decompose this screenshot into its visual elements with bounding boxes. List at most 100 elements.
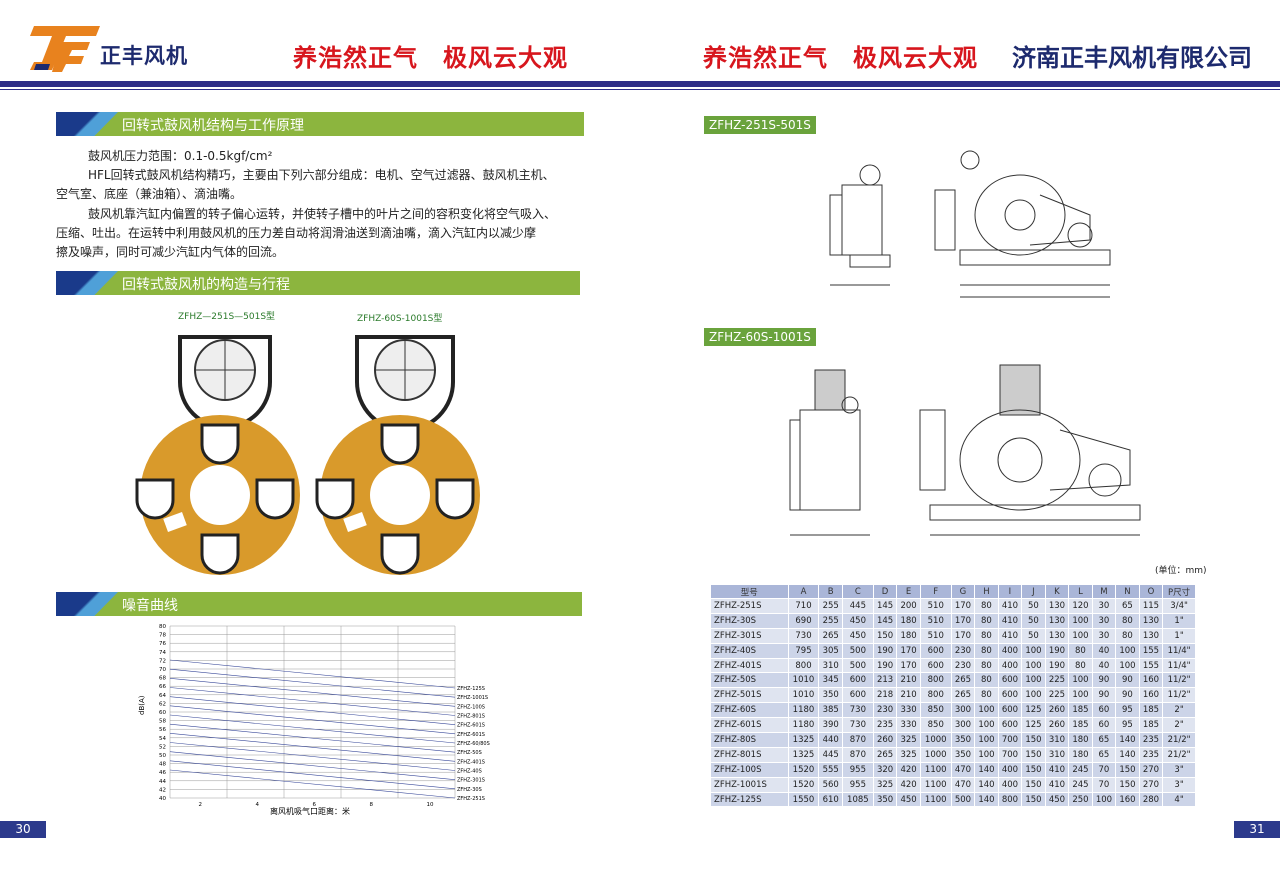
noise-series-label: ZFHZ-40S — [457, 769, 482, 775]
table-cell: 80 — [974, 687, 999, 704]
table-cell: 100 — [1021, 642, 1046, 659]
noise-series-line — [169, 769, 456, 799]
table-cell: ZFHZ-40S — [710, 642, 789, 659]
noise-series-label: ZFHZ-100S — [457, 704, 485, 710]
table-cell: 450 — [896, 791, 921, 808]
table-cell: 80 — [1068, 657, 1093, 674]
table-cell: 2" — [1162, 702, 1196, 719]
noise-ytick: 50 — [159, 753, 166, 759]
table-cell: 330 — [896, 702, 921, 719]
table-cell: 1100 — [919, 761, 952, 778]
table-cell: 230 — [950, 642, 976, 659]
table-cell: 150 — [872, 627, 898, 644]
noise-series-line — [169, 687, 456, 716]
table-cell: 320 — [872, 761, 898, 778]
table-cell: 100 — [974, 717, 999, 734]
table-cell: 80 — [1115, 627, 1140, 644]
table-cell: 180 — [896, 612, 921, 629]
table-cell: 730 — [841, 717, 874, 734]
noise-ytick: 66 — [159, 684, 166, 690]
table-cell: 218 — [872, 687, 898, 704]
table-cell: 100 — [1068, 687, 1093, 704]
table-cell: 850 — [919, 717, 952, 734]
table-cell: 450 — [841, 612, 874, 629]
table-cell: 1" — [1162, 612, 1196, 629]
table-cell: 245 — [1068, 776, 1093, 793]
table-cell: 100 — [974, 732, 999, 748]
table-cell: 700 — [997, 732, 1023, 748]
table-cell: 230 — [950, 657, 976, 674]
page-number-left: 30 — [0, 821, 46, 838]
noise-ytick: 78 — [159, 633, 166, 639]
table-cell: 100 — [974, 702, 999, 719]
table-cell: 185 — [1138, 717, 1164, 734]
section-stroke-title: 回转式鼓风机的构造与行程 — [122, 277, 290, 293]
table-cell: 730 — [841, 702, 874, 719]
table-cell: 510 — [919, 612, 952, 629]
noise-series-line — [169, 714, 456, 744]
table-cell: 140 — [974, 761, 999, 778]
table-cell: 955 — [841, 761, 874, 778]
table-cell: 1520 — [787, 761, 820, 778]
table-cell: 310 — [1044, 746, 1070, 763]
table-cell: 145 — [872, 612, 898, 629]
noise-ytick: 80 — [159, 624, 166, 630]
section-structure-title: 回转式鼓风机结构与工作原理 — [122, 118, 304, 134]
table-cell: 210 — [896, 672, 921, 689]
table-cell: 155 — [1138, 642, 1164, 659]
spec-header-cell: I — [997, 584, 1023, 599]
noise-series-line — [169, 751, 456, 780]
table-cell: 450 — [1044, 791, 1070, 808]
noise-ytick: 68 — [159, 676, 166, 682]
table-cell: 1" — [1162, 627, 1196, 644]
table-cell: 410 — [1044, 761, 1070, 778]
table-cell: 170 — [896, 642, 921, 659]
noise-ytick: 62 — [159, 701, 166, 707]
table-cell: 30 — [1091, 598, 1117, 614]
table-cell: 60 — [1091, 702, 1117, 719]
table-cell: 470 — [950, 776, 976, 793]
table-cell: 150 — [1021, 776, 1046, 793]
table-cell: 130 — [1044, 627, 1070, 644]
table-cell: 270 — [1138, 776, 1164, 793]
table-cell: 80 — [974, 598, 999, 614]
table-cell: 445 — [818, 746, 843, 763]
table-cell: 170 — [950, 612, 976, 629]
table-cell: 180 — [896, 627, 921, 644]
table-cell: 50 — [1021, 627, 1046, 644]
para-components-1: HFL回转式鼓风机结构精巧，主要由下列六部分组成：电机、空气过滤器、鼓风机主机、 — [88, 168, 555, 182]
table-cell: 1100 — [919, 776, 952, 793]
table-cell: 325 — [896, 746, 921, 763]
noise-series-label: ZFHZ-601S — [457, 723, 485, 729]
table-cell: 170 — [950, 627, 976, 644]
table-cell: 115 — [1138, 598, 1164, 614]
table-cell: 100 — [1021, 687, 1046, 704]
table-cell: 600 — [997, 717, 1023, 734]
spec-header-cell: P尺寸 — [1162, 584, 1196, 599]
table-cell: 225 — [1044, 672, 1070, 689]
spec-header-cell: D — [872, 584, 898, 599]
table-cell: 185 — [1138, 702, 1164, 719]
table-cell: 190 — [872, 657, 898, 674]
noise-series-line — [169, 705, 456, 735]
noise-series-label: ZFHZ-125S — [457, 686, 485, 692]
table-cell: 3" — [1162, 761, 1196, 778]
table-cell: 80 — [974, 627, 999, 644]
table-cell: 185 — [1068, 717, 1093, 734]
table-cell: 200 — [896, 598, 921, 614]
spec-header-cell: H — [974, 584, 999, 599]
table-cell: 11/4" — [1162, 657, 1196, 674]
section-accent-icon — [56, 592, 118, 616]
table-cell: 60 — [1091, 717, 1117, 734]
noise-xlabel: 离风机吸气口距离：米 — [270, 806, 350, 816]
table-cell: 955 — [841, 776, 874, 793]
table-cell: 350 — [950, 732, 976, 748]
